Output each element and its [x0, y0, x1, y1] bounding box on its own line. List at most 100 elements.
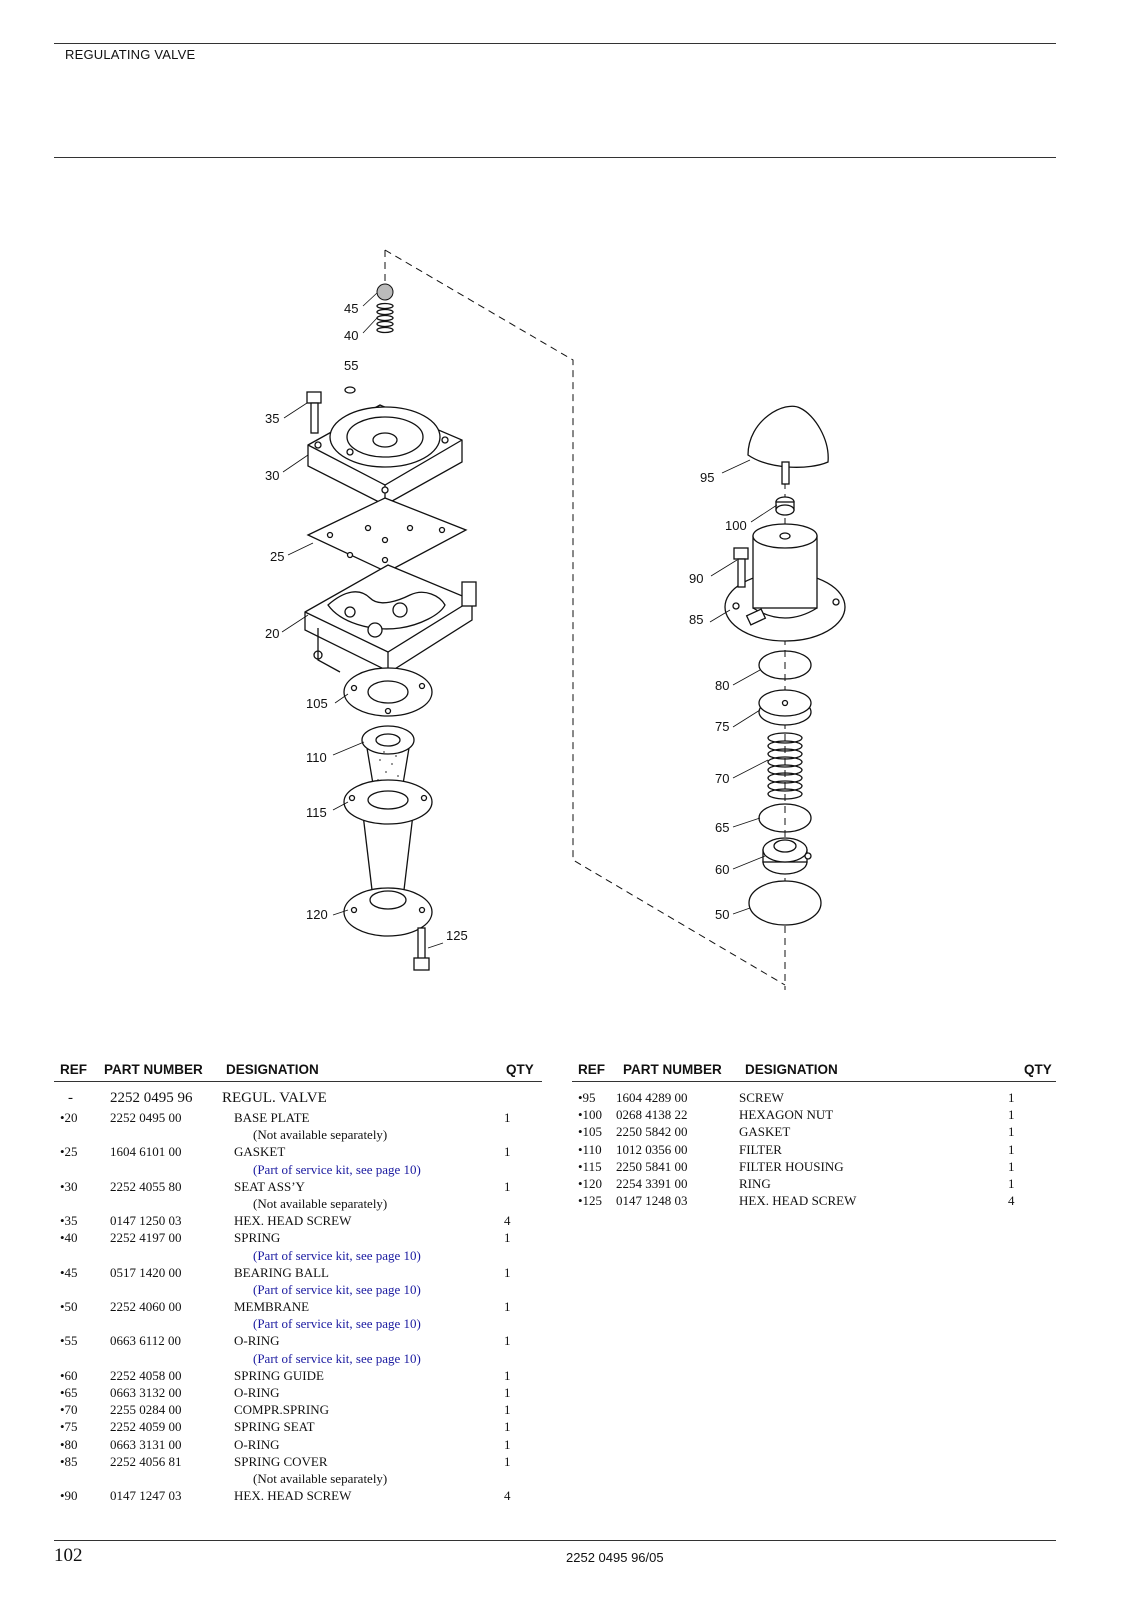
callout-110: 110: [306, 750, 327, 765]
cell-qty: 4: [504, 1488, 511, 1504]
service-kit-note: (Part of service kit, see page 10): [253, 1161, 421, 1177]
cell-part-number: 2252 0495 96: [110, 1090, 193, 1106]
service-kit-note: (Part of service kit, see page 10): [253, 1316, 421, 1332]
col-header-ref: REF: [578, 1062, 605, 1077]
cell-ref: •35: [60, 1213, 78, 1229]
cell-qty: 1: [504, 1402, 511, 1418]
cell-ref: •75: [60, 1419, 78, 1435]
cell-part-number: 2252 4060 00: [110, 1299, 182, 1315]
table-note-row: (Not available separately): [54, 1127, 542, 1144]
cell-designation: HEXAGON NUT: [739, 1107, 834, 1123]
cell-qty: 1: [504, 1178, 511, 1194]
col-header-part-number: PART NUMBER: [104, 1062, 203, 1077]
callout-100: 100: [725, 518, 747, 533]
part-bearing-ball: [376, 283, 394, 301]
callout-70: 70: [715, 771, 729, 786]
col-header-qty: QTY: [506, 1062, 534, 1077]
cell-ref: •25: [60, 1144, 78, 1160]
part-hex-screw-35: [306, 391, 322, 434]
cell-ref: •30: [60, 1178, 78, 1194]
cell-qty: 1: [504, 1333, 511, 1349]
col-header-qty: QTY: [1024, 1062, 1052, 1077]
cell-ref: •90: [60, 1488, 78, 1504]
cell-part-number: 2252 4059 00: [110, 1419, 182, 1435]
cell-qty: 1: [504, 1367, 511, 1383]
callout-90: 90: [689, 571, 703, 586]
cell-part-number: 2252 0495 00: [110, 1110, 182, 1125]
cell-designation: HEX. HEAD SCREW: [234, 1213, 352, 1229]
cell-ref: •70: [60, 1402, 78, 1418]
table-row: •60 2252 4058 00 SPRING GUIDE 1: [54, 1368, 542, 1385]
cell-part-number: 1012 0356 00: [616, 1141, 688, 1157]
document-code: 2252 0495 96/05: [566, 1550, 664, 1565]
part-seat-assembly: [307, 404, 463, 506]
cell-part-number: 0663 3132 00: [110, 1385, 182, 1400]
cell-part-number: 1604 6101 00: [110, 1144, 182, 1160]
cell-ref: •60: [60, 1367, 78, 1383]
cell-ref: •20: [60, 1110, 78, 1125]
callout-50: 50: [715, 907, 729, 922]
cell-part-number: 0663 6112 00: [110, 1333, 182, 1349]
cell-qty: 1: [1008, 1175, 1015, 1191]
cell-qty: 1: [1008, 1107, 1015, 1123]
cell-part-number: 0268 4138 22: [616, 1107, 688, 1123]
cell-qty: 1: [504, 1419, 511, 1435]
part-spring-guide: [762, 837, 812, 875]
cell-part-number: 2252 4197 00: [110, 1230, 182, 1246]
cell-ref: •45: [60, 1264, 78, 1280]
part-hex-screw-125: [413, 927, 430, 971]
part-spring-seat: [758, 689, 812, 726]
col-header-designation: DESIGNATION: [226, 1062, 319, 1077]
cell-ref: •80: [60, 1436, 78, 1452]
callout-115: 115: [306, 805, 327, 820]
cell-designation: FILTER: [739, 1141, 782, 1157]
cell-part-number: 0147 1248 03: [616, 1193, 688, 1209]
part-o-ring-small: [344, 386, 356, 394]
cell-part-number: 1604 4289 00: [616, 1090, 688, 1105]
cell-designation: REGUL. VALVE: [222, 1090, 327, 1106]
availability-note: (Not available separately): [253, 1127, 388, 1143]
cell-part-number: 2252 4055 80: [110, 1178, 182, 1194]
cell-part-number: 0147 1250 03: [110, 1213, 182, 1229]
cell-qty: 1: [504, 1264, 511, 1280]
left-assembly: [304, 283, 477, 971]
table-note-row: (Part of service kit, see page 10): [54, 1282, 542, 1299]
part-base-plate: [304, 564, 477, 673]
table-note-row: (Part of service kit, see page 10): [54, 1248, 542, 1265]
exploded-view-diagram: 45 40 55 35 30 25 20 105 110 115 120 125…: [265, 249, 846, 990]
cell-ref: -: [68, 1090, 73, 1106]
cell-part-number: 2252 4058 00: [110, 1367, 182, 1383]
cell-part-number: 2252 4056 81: [110, 1453, 182, 1469]
cell-ref: •95: [578, 1090, 596, 1105]
cell-designation: SPRING GUIDE: [234, 1367, 324, 1383]
table-note-row: (Not available separately): [54, 1196, 542, 1213]
header-bottom-rule: [54, 157, 1056, 158]
part-o-ring-80: [758, 650, 812, 680]
callout-labels: 45 40 55 35 30 25 20 105 110 115 120 125…: [265, 301, 747, 943]
callout-65: 65: [715, 820, 729, 835]
cell-qty: 1: [504, 1230, 511, 1246]
cell-ref: •55: [60, 1333, 78, 1349]
cell-ref: •115: [578, 1158, 602, 1174]
table-row: - 2252 0495 96 REGUL. VALVE: [54, 1090, 542, 1110]
cell-part-number: 2250 5841 00: [616, 1158, 688, 1174]
callout-95: 95: [700, 470, 714, 485]
col-header-ref: REF: [60, 1062, 87, 1077]
cell-designation: O-RING: [234, 1333, 280, 1349]
cell-ref: •125: [578, 1193, 603, 1209]
cell-designation: FILTER HOUSING: [739, 1158, 844, 1174]
table-header-rule: [572, 1081, 1056, 1082]
service-kit-note: (Part of service kit, see page 10): [253, 1350, 421, 1366]
